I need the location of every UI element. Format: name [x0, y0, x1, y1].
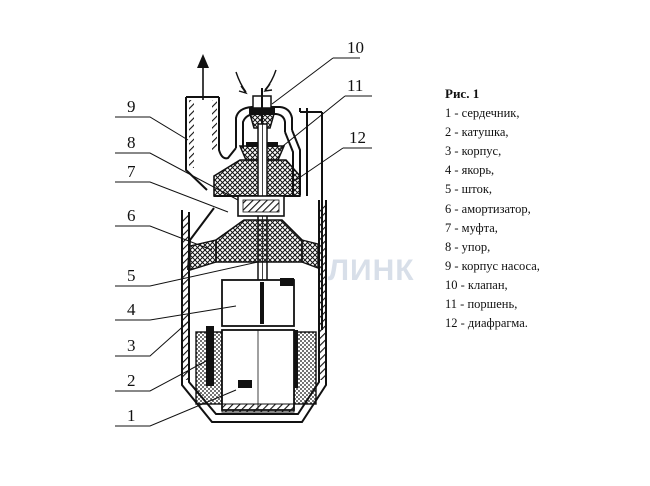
legend-item: 8 - упор,: [445, 239, 491, 254]
legend-item: 2 - катушка,: [445, 125, 509, 140]
legend-item: 3 - корпус,: [445, 144, 502, 159]
legend: Рис. 1 1 - сердечник, 2 - катушка, 3 - к…: [445, 84, 645, 333]
armature: [221, 278, 295, 327]
callout-7: 7: [127, 162, 136, 181]
outlet-arrow: [197, 54, 209, 100]
callout-2: 2: [127, 371, 136, 390]
leader-lines: [115, 57, 372, 427]
body-shell: [181, 200, 327, 423]
diaphragm: [213, 159, 301, 197]
legend-item: 1 - сердечник,: [445, 106, 520, 121]
watermark: ЛИНК: [328, 254, 415, 287]
callout-11: 11: [347, 76, 363, 95]
legend-item: 7 - муфта,: [445, 220, 498, 235]
damper: [189, 219, 319, 271]
callout-1: 1: [127, 406, 136, 425]
coupling: [237, 195, 285, 217]
callout-3: 3: [127, 336, 136, 355]
inflow-arrows: [235, 69, 277, 95]
callout-6: 6: [127, 206, 136, 225]
legend-item: 4 - якорь,: [445, 163, 495, 178]
legend-item: 5 - шток,: [445, 182, 493, 197]
callout-4: 4: [127, 300, 136, 319]
callout-10: 10: [347, 38, 364, 57]
callout-9: 9: [127, 97, 136, 116]
callout-5: 5: [127, 266, 136, 285]
legend-item: 10 - клапан,: [445, 277, 508, 292]
legend-list: 1 - сердечник, 2 - катушка, 3 - корпус, …: [445, 104, 645, 333]
core: [221, 329, 295, 413]
callout-8: 8: [127, 133, 136, 152]
legend-item: 11 - поршень,: [445, 297, 518, 312]
legend-item: 12 - диафрагма.: [445, 316, 528, 331]
legend-item: 9 - корпус насоса,: [445, 258, 540, 273]
callout-12: 12: [349, 128, 366, 147]
callout-numbers: 10 11 12 9 8 7 6 5 4 3 2 1: [127, 38, 366, 425]
legend-title: Рис. 1: [445, 86, 480, 101]
legend-item: 6 - амортизатор,: [445, 201, 531, 216]
